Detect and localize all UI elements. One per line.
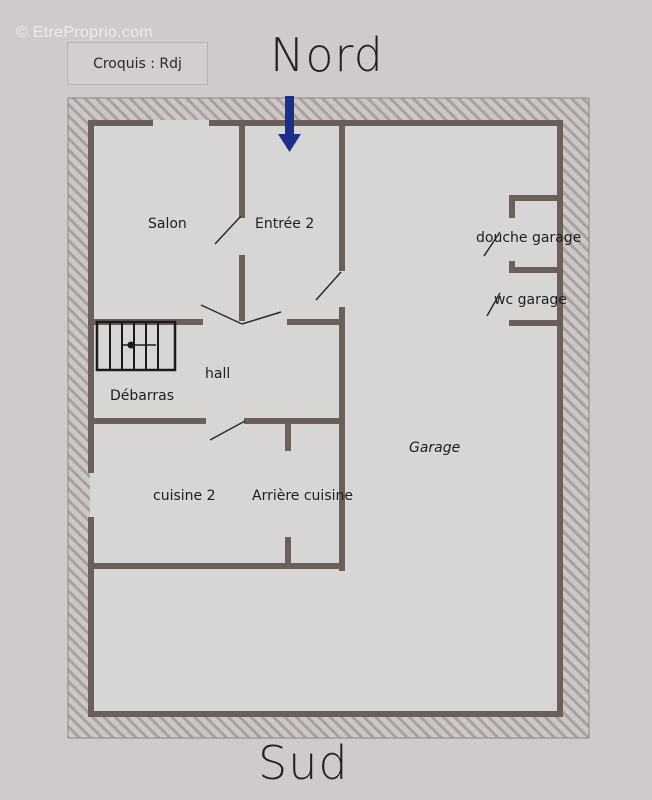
- legend-label: Croquis : Rdj: [93, 55, 182, 72]
- room-label-hall: hall: [205, 366, 231, 382]
- staircase-icon: [95, 320, 177, 372]
- room-label-salon: Salon: [148, 216, 187, 232]
- north-arrow-icon: [278, 96, 301, 152]
- exterior-wall: [67, 97, 590, 739]
- legend-box: Croquis : Rdj: [67, 42, 208, 85]
- room-label-douche-garage: douche garage: [476, 230, 582, 246]
- room-label-cuisine2: cuisine 2: [153, 488, 216, 504]
- room-label-wc-garage: wc garage: [494, 292, 567, 308]
- south-label: Sud: [258, 736, 349, 790]
- room-label-garage: Garage: [409, 440, 461, 456]
- room-label-arriere-cuisine: Arrière cuisine: [252, 488, 353, 504]
- door-swings: [200, 215, 501, 441]
- room-label-debarras: Débarras: [110, 388, 174, 404]
- north-label: Nord: [270, 28, 384, 82]
- interior-walls: [88, 120, 563, 717]
- watermark: © EtreProprio.com: [16, 24, 153, 41]
- room-label-entree2: Entrée 2: [255, 216, 315, 232]
